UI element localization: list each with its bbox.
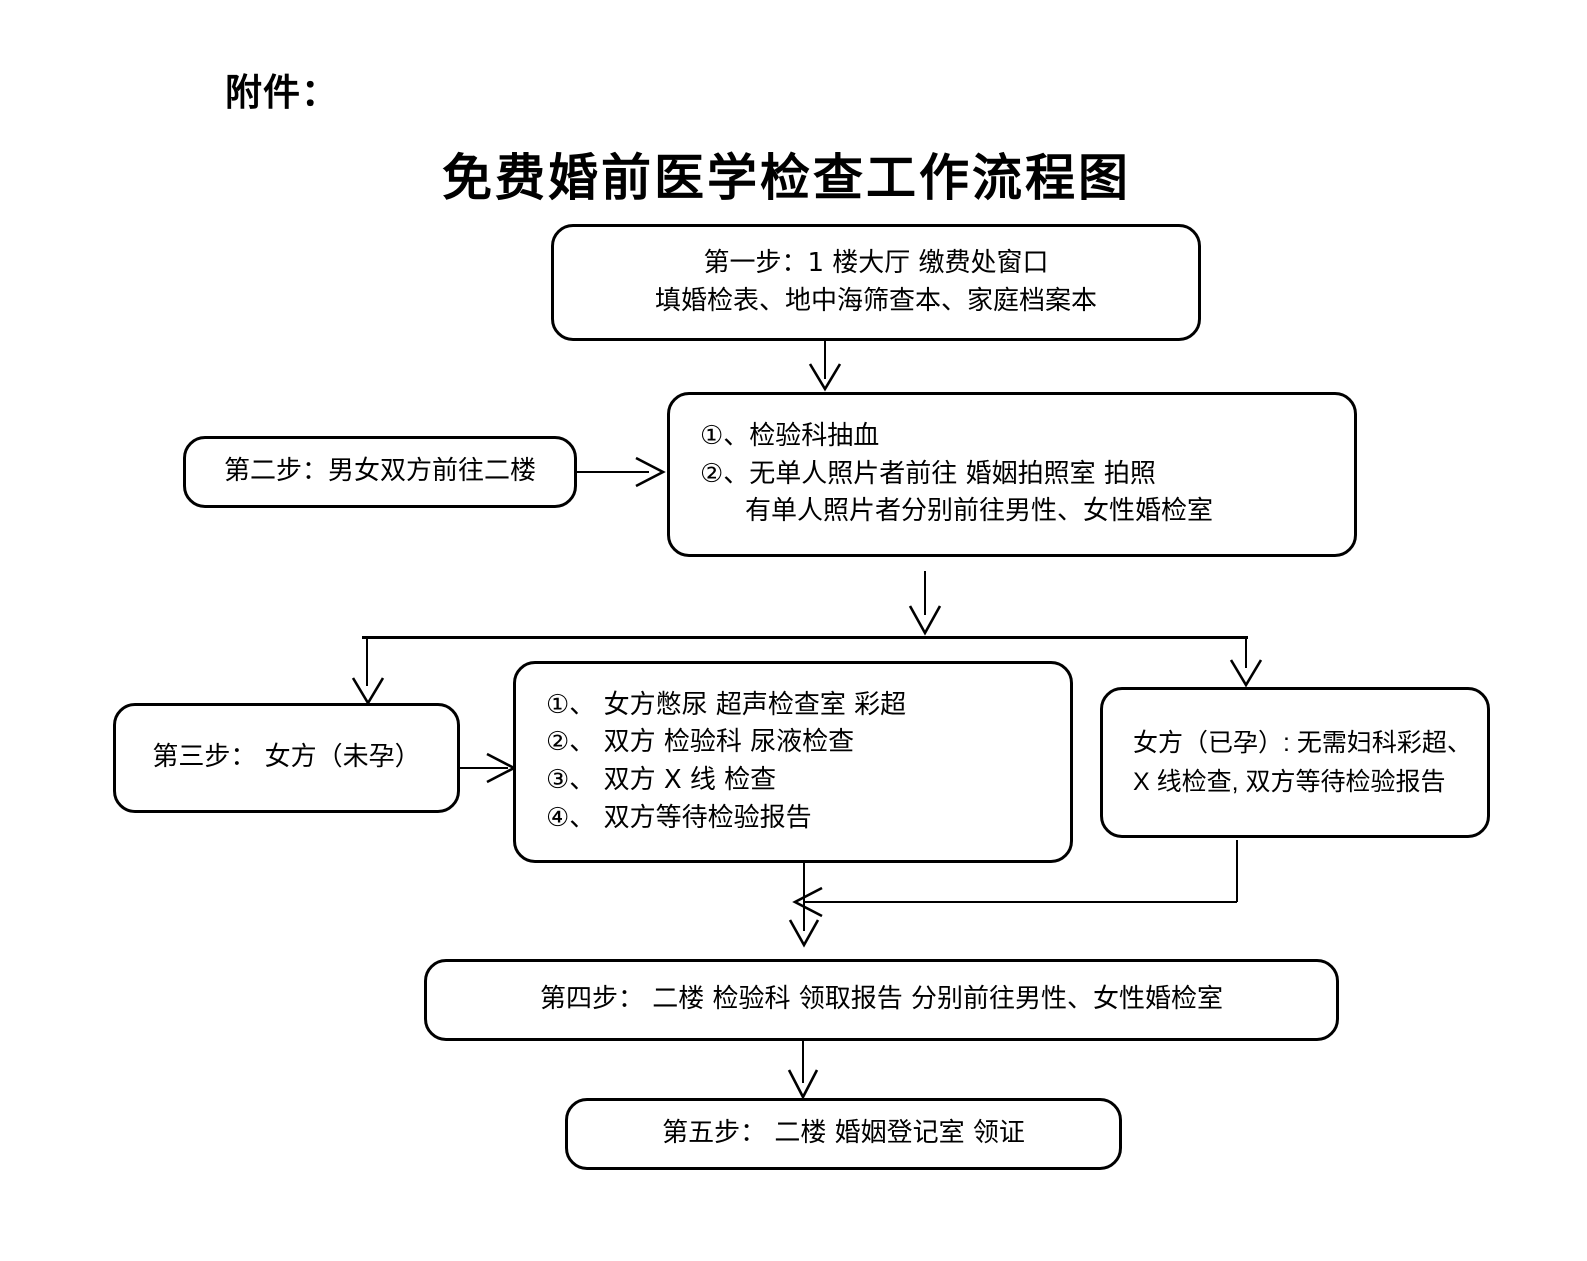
step-3-line-1: 第三步： 女方（未孕） (152, 742, 421, 773)
step-4-box: 第四步： 二楼 检验科 领取报告 分别前往男性、女性婚检室 (424, 959, 1339, 1041)
step-2-line-1: 第二步：男女双方前往二楼 (223, 456, 536, 487)
connector-step2-to-tasks (577, 471, 649, 473)
branch-right-drop (1245, 638, 1247, 668)
pregnant-case-box: 女方（已孕）: 无需妇科彩超、 X 线检查, 双方等待检验报告 (1100, 687, 1490, 838)
step-1-box: 第一步：1 楼大厅 缴费处窗口 填婚检表、地中海筛查本、家庭档案本 (551, 224, 1201, 341)
connector-step3-to-tasks (458, 767, 508, 769)
step-2-box: 第二步：男女双方前往二楼 (183, 436, 577, 508)
unpregnant-line-1: ①、 女方憋尿 超声检查室 彩超 (546, 689, 907, 720)
pregnant-line-2: X 线检查, 双方等待检验报告 (1133, 767, 1446, 796)
page-title: 免费婚前医学检查工作流程图 (442, 149, 1131, 207)
task-line-3: 有单人照片者分别前往男性、女性婚检室 (745, 496, 1214, 527)
task-line-1: ①、检验科抽血 (700, 420, 880, 451)
attachment-label: 附件： (225, 71, 339, 114)
step-5-box: 第五步： 二楼 婚姻登记室 领证 (565, 1098, 1122, 1170)
branch-bus-line (362, 636, 1248, 639)
second-floor-tasks-box: ①、检验科抽血 ②、无单人照片者前往 婚姻拍照室 拍照 有单人照片者分别前往男性… (667, 392, 1357, 557)
step-5-line-1: 第五步： 二楼 婚姻登记室 领证 (662, 1118, 1025, 1149)
merge-horizontal (805, 901, 1237, 903)
branch-left-drop (366, 638, 368, 686)
unpregnant-line-3: ③、 双方 X 线 检查 (546, 765, 777, 795)
pregnant-line-1: 女方（已孕）: 无需妇科彩超、 (1133, 728, 1472, 757)
merge-to-step4 (803, 901, 805, 931)
connector-tasks-to-bus (924, 571, 926, 615)
step-1-line-2: 填婚检表、地中海筛查本、家庭档案本 (654, 285, 1097, 316)
arrowhead-down-icon-left-branch (351, 677, 385, 706)
unpregnant-line-2: ②、 双方 检验科 尿液检查 (546, 727, 855, 758)
step-4-line-1: 第四步： 二楼 检验科 领取报告 分别前往男性、女性婚检室 (539, 984, 1224, 1015)
merge-right-drop (1236, 840, 1238, 902)
step-1-line-1: 第一步：1 楼大厅 缴费处窗口 (703, 247, 1049, 278)
unpregnant-tasks-box: ①、 女方憋尿 超声检查室 彩超 ②、 双方 检验科 尿液检查 ③、 双方 X … (513, 661, 1073, 863)
unpregnant-line-4: ④、 双方等待检验报告 (546, 802, 812, 833)
connector-step4-to-step5 (802, 1041, 804, 1083)
connector-step1-to-tasks (824, 341, 826, 379)
task-line-2: ②、无单人照片者前往 婚姻拍照室 拍照 (700, 458, 1156, 489)
step-3-box: 第三步： 女方（未孕） (113, 703, 460, 813)
